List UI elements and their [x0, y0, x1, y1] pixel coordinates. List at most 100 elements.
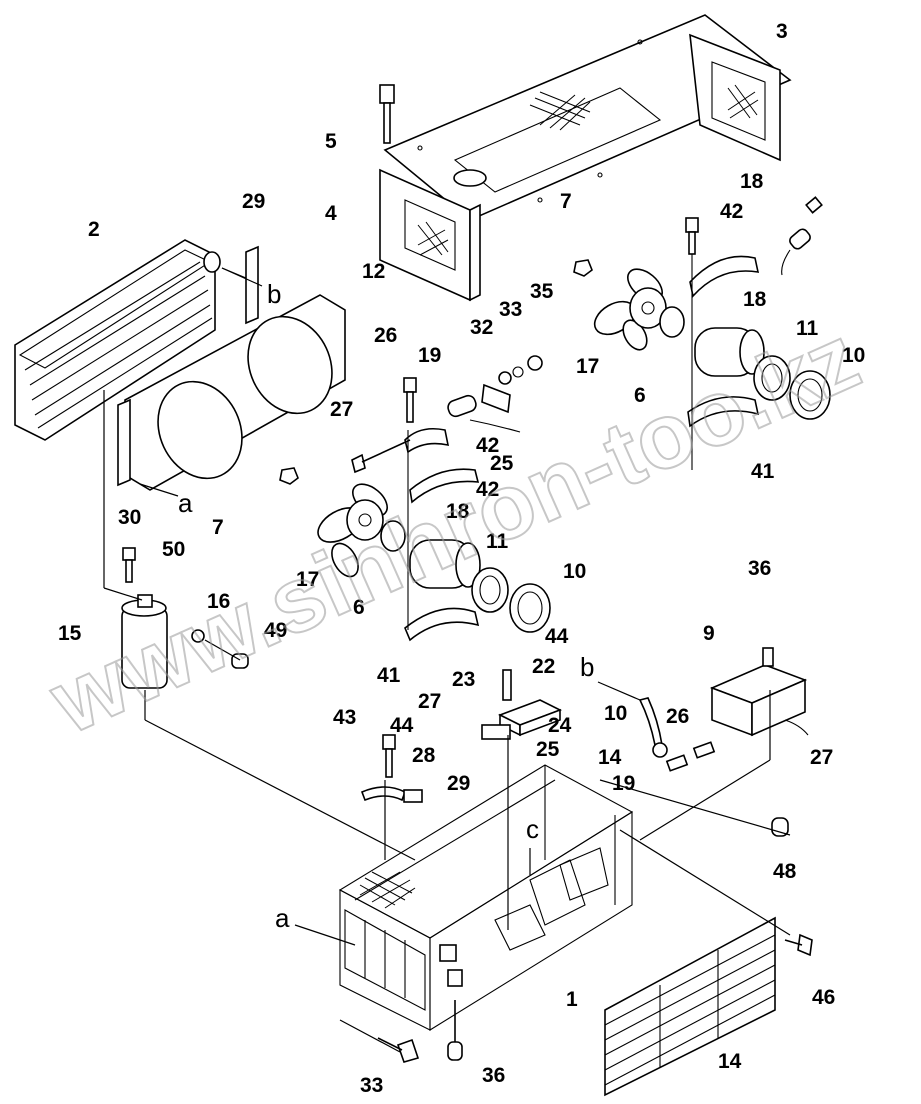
connection-letter: b [580, 652, 594, 682]
fan-motor-middle [409, 539, 481, 589]
connector-26-top [781, 196, 823, 276]
grommet-middle [471, 567, 509, 613]
motor-strap-41-right [687, 396, 760, 428]
nut-7-middle [279, 467, 299, 485]
callout: 10 [604, 702, 627, 725]
callout: 19 [418, 344, 441, 367]
callout: 24 [548, 714, 572, 737]
callout: 16 [207, 590, 230, 613]
arrow-a-bottom [294, 924, 356, 946]
connection-letter: c [526, 814, 539, 844]
bolt-46 [784, 933, 813, 957]
top-cover-plate [383, 14, 792, 221]
callout: 29 [447, 772, 470, 795]
callout: 5 [325, 130, 337, 153]
callout: 18 [446, 500, 470, 523]
top-cover-bolt [379, 84, 395, 144]
bolt-36 [447, 1000, 463, 1061]
callout: 25 [490, 452, 514, 475]
mesh-panel [689, 33, 781, 162]
callout: 30 [118, 506, 141, 529]
grommet-right [753, 355, 791, 401]
main-frame [338, 764, 634, 1031]
callout: 26 [374, 324, 397, 347]
callout: 26 [666, 705, 689, 728]
callout: 14 [718, 1050, 742, 1073]
callout: 29 [242, 190, 265, 213]
washer-38-39-40 [498, 355, 543, 385]
condenser-coil [14, 239, 221, 441]
assembly-lines [103, 267, 791, 1053]
motor-strap-41-middle [404, 607, 480, 642]
fan-blade-middle [317, 483, 388, 578]
callout: 36 [482, 1064, 505, 1087]
bolt-33 [377, 1037, 420, 1063]
callout: 35 [530, 280, 554, 303]
callout: 12 [362, 260, 385, 283]
terminal-21-23 [481, 724, 511, 740]
bottom-grille [604, 916, 776, 1097]
callout: 9 [703, 622, 715, 645]
callout: 43 [333, 706, 356, 729]
bracket-29 [245, 245, 259, 325]
callout: 22 [532, 655, 555, 678]
callout: 25 [536, 738, 560, 761]
callout: 28 [412, 744, 436, 767]
callout: 41 [751, 460, 775, 483]
callout: 1 [566, 988, 578, 1011]
callout: 49 [264, 619, 287, 642]
callout: 48 [773, 860, 797, 883]
connection-letter: a [275, 903, 290, 933]
connection-letter: a [178, 488, 193, 518]
side-panel [379, 168, 481, 302]
callout: 36 [748, 557, 771, 580]
hub-middle [380, 520, 406, 552]
callout: 42 [476, 478, 499, 501]
callout: 27 [810, 746, 833, 769]
callout: 33 [499, 298, 522, 321]
callout: 2 [88, 218, 100, 241]
connection-markers: b a b c a [139, 267, 641, 946]
motor-strap-42-middle [404, 427, 480, 504]
fan-blade-right [593, 268, 667, 351]
callout: 44 [545, 625, 569, 648]
callout: 46 [812, 986, 835, 1009]
callout: 32 [470, 316, 493, 339]
bolt-50 [122, 547, 136, 583]
ring-middle [509, 583, 551, 633]
clamp-44-24 [360, 786, 423, 803]
callout: 41 [377, 664, 401, 687]
arrow-a-top [139, 483, 179, 497]
callout: 15 [58, 622, 82, 645]
bolt-43 [382, 734, 396, 778]
callout: 27 [418, 690, 441, 713]
connector-26-bottom [784, 719, 809, 736]
callout: 27 [330, 398, 353, 421]
callout: 18 [740, 170, 764, 193]
callout: 14 [598, 746, 622, 769]
callout: 3 [776, 20, 788, 43]
callout: 11 [486, 530, 509, 553]
callout: 6 [353, 596, 365, 619]
callout: 17 [296, 568, 319, 591]
rod-right [685, 217, 699, 470]
callout: 50 [162, 538, 185, 561]
control-box [709, 647, 808, 737]
callout: 7 [212, 516, 224, 539]
callout: 42 [720, 200, 743, 223]
fan-motor-right [694, 327, 765, 377]
bolt-37 [351, 439, 411, 474]
callouts: 3 5 4 2 29 7 18 42 12 35 33 32 18 26 19 … [58, 20, 865, 1097]
callout: 6 [634, 384, 646, 407]
fan-shroud [124, 294, 346, 491]
receiver-drier [121, 594, 168, 689]
bracket-34 [469, 383, 521, 433]
motor-strap-42-right [689, 255, 760, 298]
callout: 10 [563, 560, 586, 583]
callout: 33 [360, 1074, 383, 1097]
callout: 11 [796, 317, 819, 340]
bracket-30 [117, 398, 131, 487]
hose-fitting [638, 697, 716, 772]
ring-right [789, 370, 831, 420]
